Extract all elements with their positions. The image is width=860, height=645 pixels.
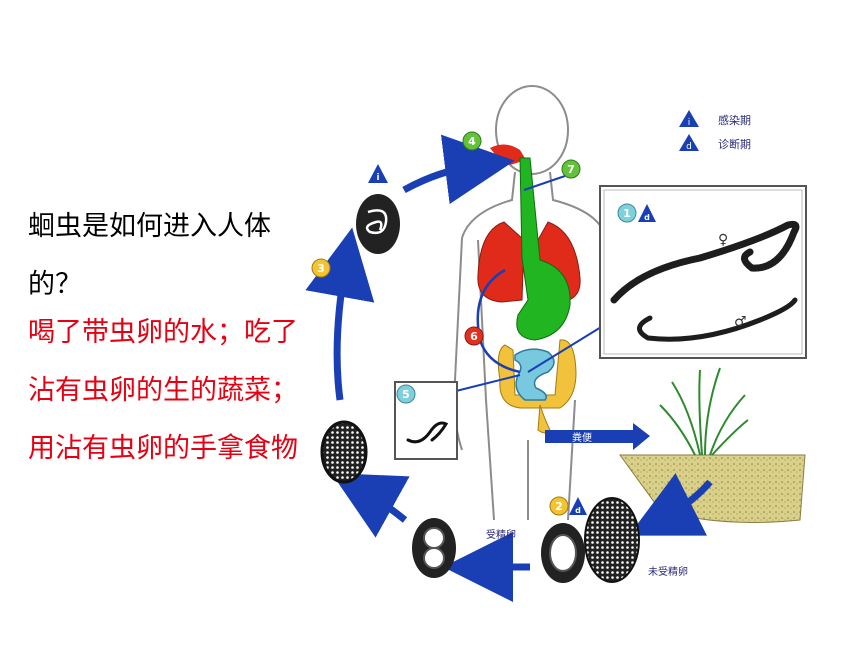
male-symbol: ♂	[734, 314, 747, 330]
larva	[406, 421, 449, 444]
legend: i 感染期 d 诊断期	[679, 110, 751, 152]
stage-2-diagnostic-marker: d	[575, 506, 581, 515]
question-text: 蛔虫是如何进入人体的？	[28, 211, 271, 300]
stage-7-badge: 7	[567, 163, 575, 176]
answer-text: 喝了带虫卵的水；吃了沾有虫卵的生的蔬菜；用沾有虫卵的手拿食物	[28, 317, 298, 464]
stage-1-diagnostic-marker: d	[644, 213, 650, 222]
pointer-5	[451, 374, 521, 393]
pointer-7	[523, 175, 566, 191]
unfertilized-egg	[584, 497, 640, 583]
stage-5-badge: 5	[402, 388, 410, 401]
female-symbol: ♀	[718, 232, 728, 248]
legend-diagnostic-label: 诊断期	[718, 137, 751, 151]
cycle-arrows	[305, 134, 713, 602]
embryonated-egg-multi	[320, 420, 368, 484]
stage-3-infective-marker: i	[376, 173, 379, 183]
feces-arrow: 粪便	[545, 423, 650, 450]
stage-2-badge: 2	[555, 500, 563, 513]
fertilized-egg-label: 受精卵	[486, 528, 516, 541]
female-worm	[610, 220, 800, 304]
stage-6-badge: 6	[470, 330, 478, 343]
esophagus-stomach	[516, 157, 571, 341]
legend-diagnostic-symbol: d	[686, 142, 692, 152]
large-intestine	[497, 339, 577, 409]
soil-with-grass	[619, 367, 806, 523]
eggs	[320, 194, 640, 583]
stage-badges: 1 d 2 d 3 i 4 5 6 7	[311, 131, 656, 516]
stage-3-badge: 3	[317, 262, 325, 275]
infective-egg	[356, 194, 400, 254]
appendix-tail	[537, 404, 551, 434]
organs	[477, 144, 581, 434]
legend-infective-symbol: i	[688, 118, 691, 128]
feces-label: 粪便	[572, 431, 592, 444]
unfertilized-egg-label: 未受精卵	[648, 565, 688, 578]
stage-4-badge: 4	[468, 135, 476, 148]
stage-1-badge: 1	[623, 207, 631, 220]
male-worm	[637, 297, 798, 342]
small-intestine	[514, 348, 555, 401]
legend-infective-label: 感染期	[718, 113, 751, 127]
